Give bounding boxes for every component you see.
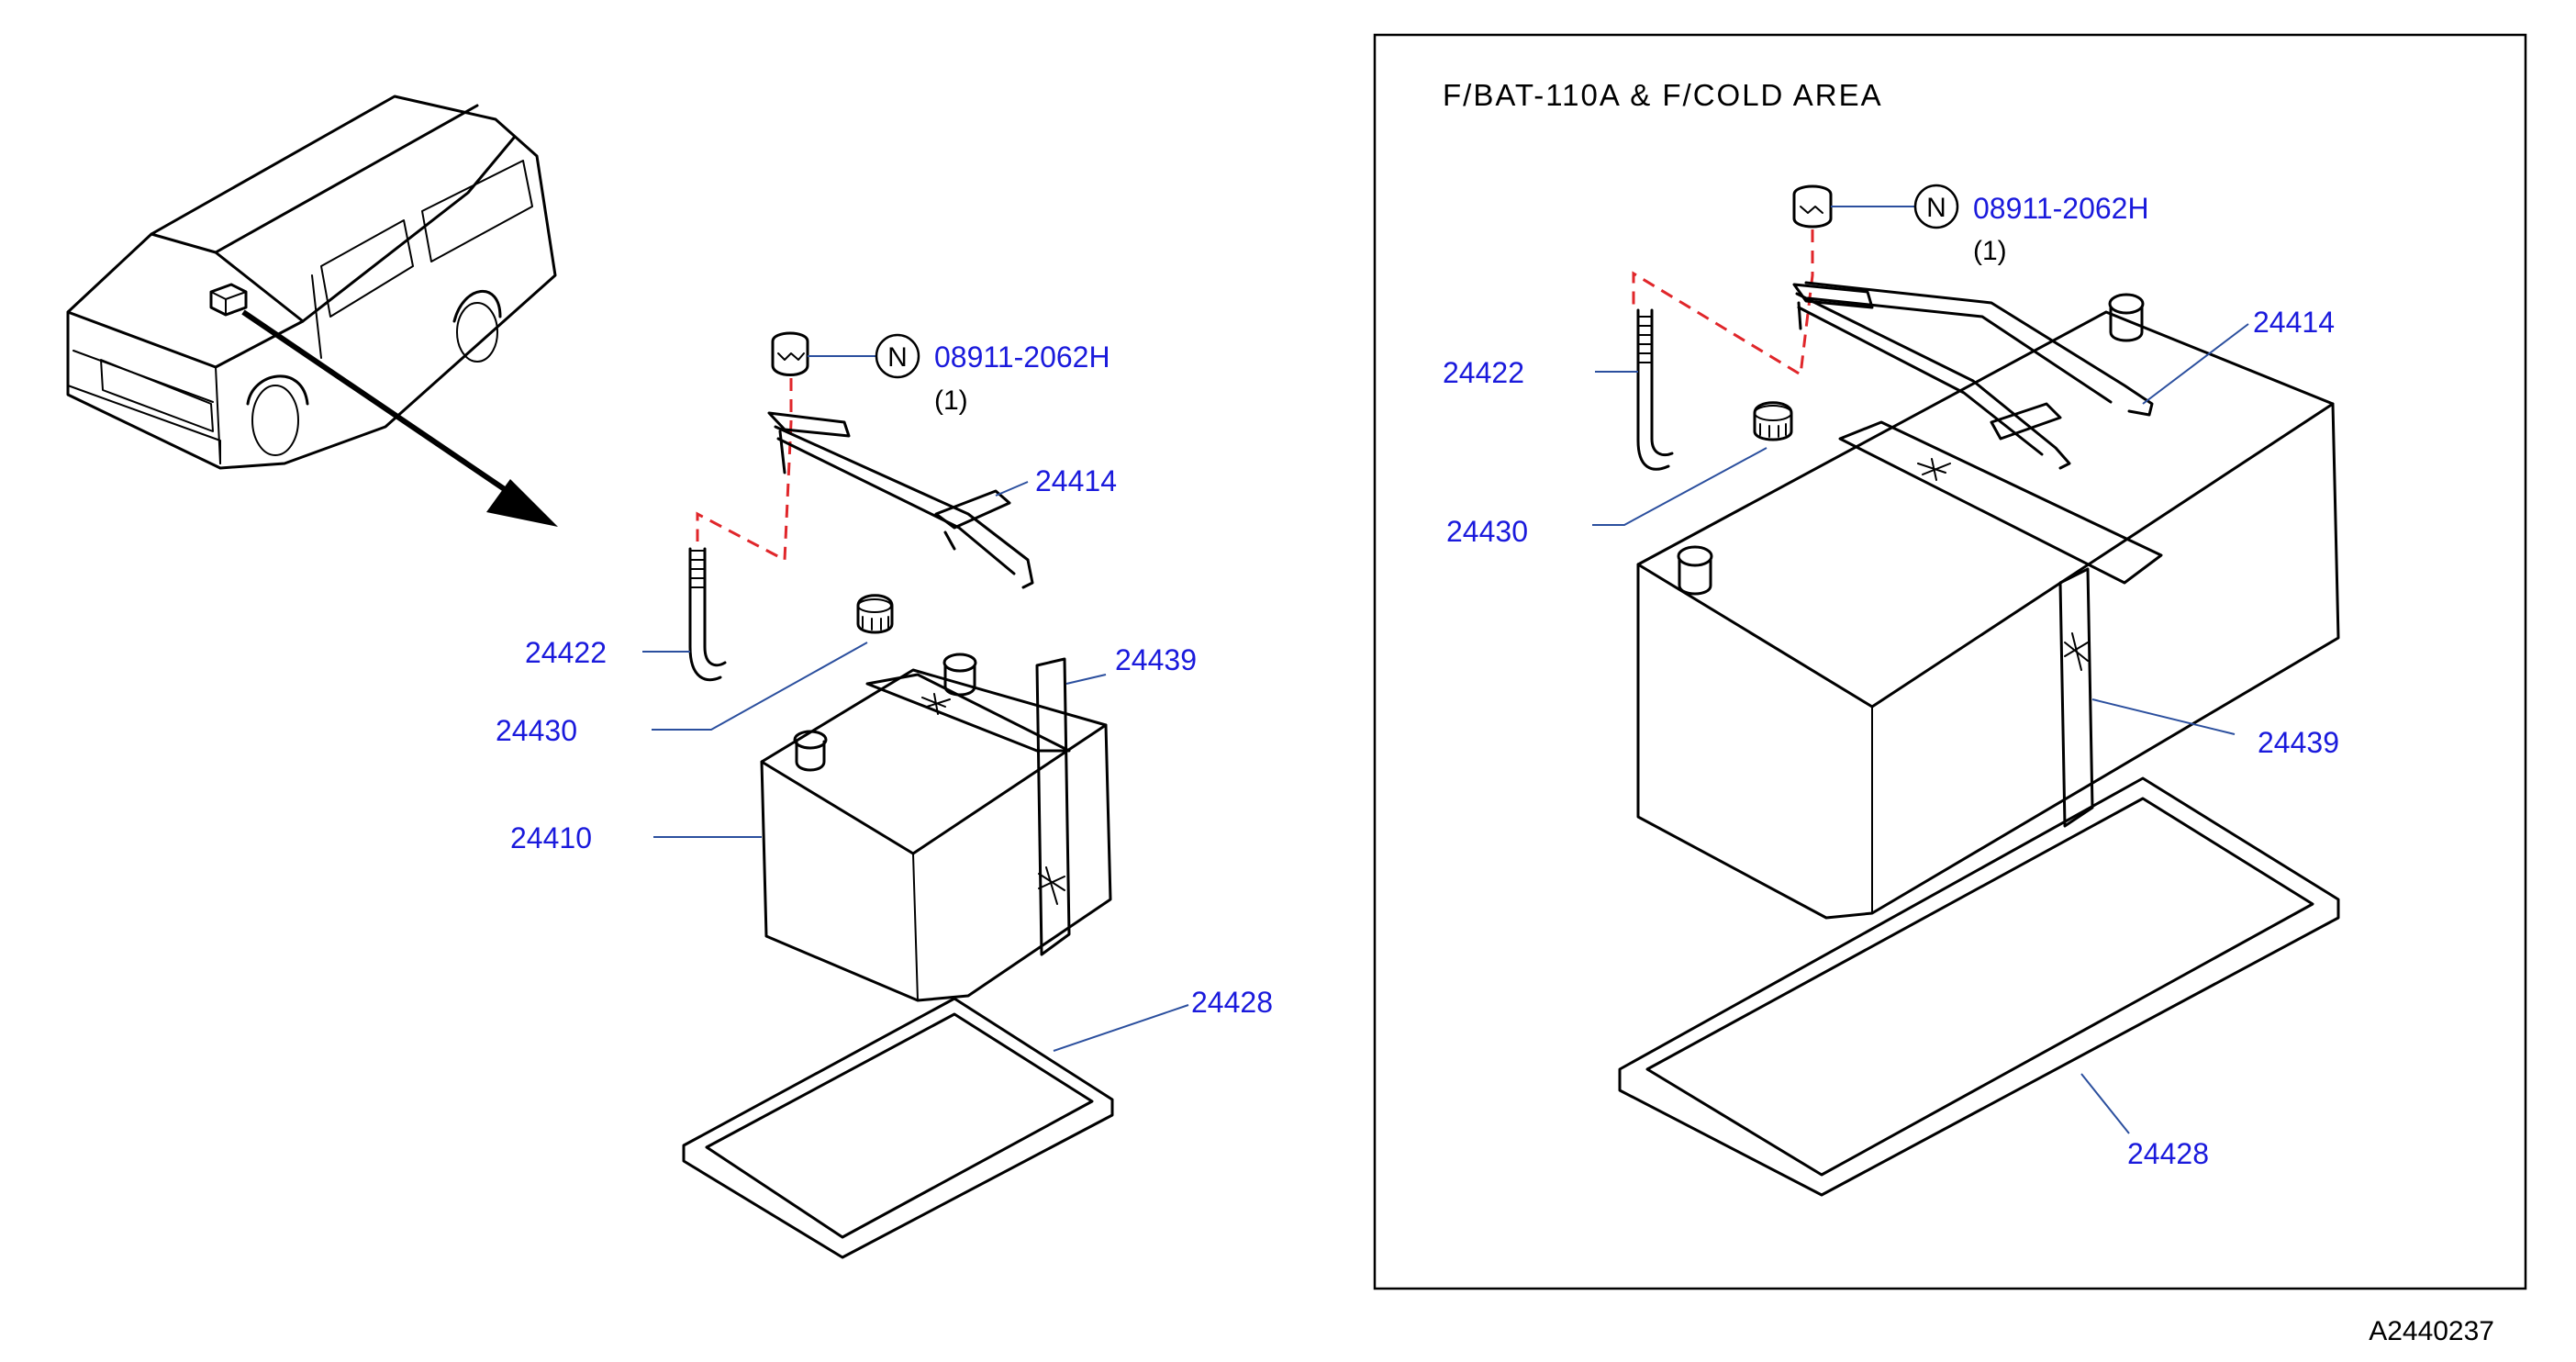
- battery-tray: [682, 997, 1114, 1259]
- inset-part-label-24439: 24439: [2258, 726, 2339, 759]
- nut-icon: [771, 331, 809, 376]
- std-part-qty: (1): [934, 385, 968, 416]
- part-label-24439: 24439: [1115, 643, 1197, 676]
- inset-std-part-n-mark: N: [1913, 184, 1959, 229]
- inset-std-part-qty: (1): [1973, 236, 2007, 266]
- inset-battery: [1636, 293, 2340, 920]
- diagram-reference-code: A2440237: [2369, 1316, 2494, 1346]
- part-label-24422: 24422: [525, 636, 607, 669]
- part-label-24414: 24414: [1035, 464, 1117, 497]
- j-bolt: [688, 547, 727, 682]
- std-part-n-mark: N: [875, 333, 920, 379]
- inset-hold-down-bracket: [1792, 281, 2154, 470]
- svg-text:N: N: [887, 342, 908, 373]
- inset-std-part-number: 08911-2062H: [1973, 192, 2149, 225]
- battery-strap: [865, 657, 1071, 956]
- battery: [760, 653, 1112, 1002]
- inset-battery-tray: [1618, 776, 2340, 1197]
- part-label-24428: 24428: [1191, 986, 1273, 1019]
- inset-part-label-24428: 24428: [2127, 1137, 2209, 1170]
- std-part-number: 08911-2062H: [934, 340, 1110, 374]
- left-assembly: N 08911-2062H (1) 24414 24422: [496, 331, 1273, 1259]
- inset-part-label-24430: 24430: [1446, 515, 1528, 548]
- part-label-24410: 24410: [510, 821, 592, 854]
- terminal-cap: [856, 594, 894, 634]
- svg-text:N: N: [1926, 193, 1946, 223]
- location-arrow: [241, 309, 558, 527]
- inset-part-label-24414: 24414: [2253, 306, 2335, 339]
- inset-title: F/BAT-110A & F/COLD AREA: [1443, 78, 1883, 112]
- part-label-24430: 24430: [496, 714, 577, 747]
- van-illustration: [66, 95, 557, 470]
- inset-j-bolt: [1636, 308, 1674, 471]
- inset-part-label-24422: 24422: [1443, 356, 1524, 389]
- hold-down-bracket: [767, 411, 1034, 589]
- inset-battery-strap: [1838, 420, 2163, 828]
- inset-nut-icon: [1792, 184, 1833, 229]
- inset-panel: F/BAT-110A & F/COLD AREA N 08911-2062H (…: [1373, 33, 2527, 1290]
- inset-terminal-cap: [1753, 401, 1793, 441]
